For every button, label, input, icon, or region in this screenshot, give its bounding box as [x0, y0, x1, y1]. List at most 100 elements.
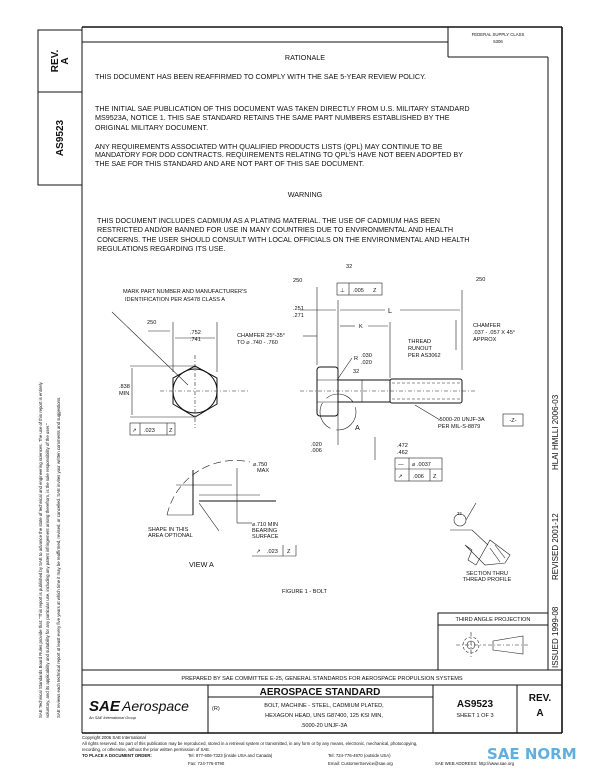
side-doc-number: AS9523 [55, 119, 66, 156]
thread-runout-note: THREAD [408, 339, 431, 345]
bolt-side-view [300, 287, 475, 460]
svg-text:Fax: 724-776-0790: Fax: 724-776-0790 [188, 761, 225, 766]
fcf-shank: — ⌀ .0037 ↗ .006 Z [394, 457, 443, 482]
svg-text:Z: Z [433, 474, 437, 480]
revision-mark: (R) [212, 706, 220, 712]
svg-text:.023: .023 [144, 428, 155, 434]
revised-date: REVISED 2001-12 [551, 513, 560, 580]
dim-underhead: .020 [311, 442, 322, 448]
prepared-by: PREPARED BY SAE COMMITTEE E-25, GENERAL … [181, 676, 463, 682]
svg-text:⌀ .0037: ⌀ .0037 [412, 462, 431, 468]
footer: Copyright 2006 SAE International All rig… [82, 735, 515, 766]
doc-number: AS9523 [457, 699, 494, 710]
end-chamfer-note: .037 - .057 X 45° [473, 330, 515, 336]
thread-spec: PER MIL-S-8879 [438, 424, 480, 430]
view-a-max-dia: MAX [257, 468, 269, 474]
view-a-max-dia: ⌀.750 [253, 462, 267, 468]
title-line: BOLT, MACHINE - STEEL, CADMIUM PLATED, [264, 703, 384, 709]
disclaimer-line: voluntary, and its applicability and sui… [45, 423, 50, 718]
dim-radius: R [354, 356, 358, 362]
third-angle-projection: THIRD ANGLE PROJECTION [437, 612, 549, 671]
finish-symbol: 250 [293, 278, 302, 284]
svg-text:Email: CustomerService@sae.or: Email: CustomerService@sae.org [328, 761, 393, 766]
mark-note: IDENTIFICATION PER AS478 CLASS A [125, 297, 225, 303]
svg-text:.006: .006 [413, 474, 424, 480]
thread-spec: .5000-20 UNJF-3A [438, 417, 485, 423]
side-tab: REV. A AS9523 [37, 29, 83, 186]
dim-shank-dia: .462 [397, 450, 408, 456]
svg-text:Tel: 877-606-7323 (inside USA: Tel: 877-606-7323 (inside USA and Canada… [188, 753, 273, 758]
dim-radius: .030 [361, 353, 372, 359]
view-a-bearing-note: ⌀.710 MIN [252, 522, 278, 528]
view-a-bearing-note: BEARING [252, 528, 277, 534]
dim-radius: .020 [361, 360, 372, 366]
rationale-heading: RATIONALE [285, 53, 325, 62]
notes: RATIONALE THIS DOCUMENT HAS BEEN REAFFIR… [95, 53, 470, 253]
thread-runout-note: PER AS3062 [408, 353, 441, 359]
svg-text:recording, or otherwise, witho: recording, or otherwise, without the pri… [82, 747, 210, 752]
hex-end-view [111, 311, 250, 428]
svg-text:SAE WEB ADDRESS: http://www.sa: SAE WEB ADDRESS: http://www.sae.org [435, 761, 515, 766]
sae-aerospace-logo: SAE Aerospace An SAE International Group [88, 698, 189, 720]
svg-text:Z: Z [169, 428, 173, 434]
svg-text:↗: ↗ [256, 549, 261, 555]
svg-text:All rights reserved. No part o: All rights reserved. No part of this pub… [82, 741, 417, 746]
revision-strip: ISSUED 1999-08 REVISED 2001-12 HLAI HMLL… [551, 394, 560, 668]
title-line: .5000-20 UNJF-3A [301, 723, 348, 729]
warning-line: CONCERNS. THE USER SHOULD CONSULT WITH L… [97, 235, 469, 244]
side-rev-label: REV. [50, 50, 61, 73]
fcf-perpendicularity: ⊥ .005 Z [336, 282, 383, 296]
projection-label: THIRD ANGLE PROJECTION [456, 617, 531, 623]
sheet-number: SHEET 1 OF 3 [456, 713, 493, 719]
dim-across-corners: MIN [119, 391, 129, 397]
warning-line: REGULATIONS REGARDING ITS USE. [97, 244, 225, 253]
issued-date: ISSUED 1999-08 [551, 606, 560, 668]
fsc-label: FEDERAL SUPPLY CLASS [472, 32, 525, 37]
svg-text:—: — [398, 462, 404, 468]
svg-text:TO PLACE A DOCUMENT ORDER:: TO PLACE A DOCUMENT ORDER: [82, 753, 152, 758]
rationale-text: THIS DOCUMENT HAS BEEN REAFFIRMED TO COM… [95, 72, 426, 81]
end-chamfer-note: APPROX [473, 337, 497, 343]
svg-text:An SAE International Group: An SAE International Group [88, 716, 136, 720]
svg-text:.005: .005 [353, 288, 364, 294]
note-line: THE SAE FOR THIS STANDARD AND ARE NOT PA… [95, 159, 364, 168]
finish-symbol: 250 [476, 277, 485, 283]
finish-symbol: 32 [353, 369, 359, 375]
dim-across-flats: .752 [190, 330, 201, 336]
hlai-mark: HLAI [551, 452, 560, 470]
title-line: HEXAGON HEAD, UNS G87400, 125 KSI MIN, [265, 713, 383, 719]
head-chamfer-note: CHAMFER 25°-35° [237, 333, 285, 339]
reaffirmed-date: HMLLI 2006-03 [551, 394, 560, 450]
disclaimer-line: SAE Technical Standards Board Rules prov… [38, 381, 43, 718]
dim-across-flats: .741 [190, 337, 201, 343]
svg-text:↗: ↗ [398, 474, 403, 480]
rev-label: REV. [529, 693, 552, 704]
dim-shank-dia: .472 [397, 443, 408, 449]
dim-head-height: .251 [293, 306, 304, 312]
finish-symbol: 32 [457, 511, 462, 516]
svg-text:Z: Z [373, 288, 377, 294]
figure-caption: FIGURE 1 - BOLT [282, 589, 328, 595]
svg-text:↗: ↗ [132, 428, 137, 434]
head-chamfer-note: TO ⌀ .740 - .760 [237, 340, 278, 346]
svg-text:.023: .023 [267, 549, 278, 555]
note-line: THE INITIAL SAE PUBLICATION OF THIS DOCU… [95, 104, 470, 113]
view-a-detail [166, 460, 276, 532]
svg-text:Copyright 2006 SAE Internation: Copyright 2006 SAE International [82, 735, 146, 740]
section-label: SECTION THRU [466, 571, 508, 577]
fcf-head-runout: ↗ .023 Z [129, 422, 176, 436]
note-line: ORIGINAL MILITARY DOCUMENT. [95, 123, 208, 132]
view-reference: A [355, 423, 360, 432]
mark-note: MARK PART NUMBER AND MANUFACTURER'S [123, 289, 247, 295]
rev-value: A [536, 708, 543, 719]
thread-runout-note: RUNOUT [408, 346, 433, 352]
standard-type: AEROSPACE STANDARD [260, 687, 381, 698]
svg-text:⊥: ⊥ [340, 287, 345, 294]
dim-head-height: .271 [293, 313, 304, 319]
svg-text:Tel: 724-776-4970 (outside USA: Tel: 724-776-4970 (outside USA) [328, 753, 391, 758]
finish-symbol: 250 [147, 320, 156, 326]
finish-symbol: 32 [346, 264, 352, 270]
disclaimer: SAE Technical Standards Board Rules prov… [38, 381, 61, 718]
thread-section [450, 502, 511, 566]
disclaimer-line: SAE reviews each technical report at lea… [56, 397, 61, 718]
